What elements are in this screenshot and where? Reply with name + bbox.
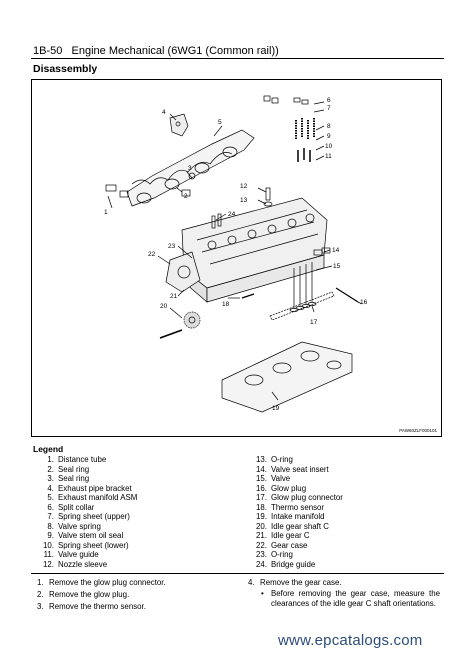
callout-23: 23 bbox=[168, 243, 176, 250]
chapter-title: Engine Mechanical (6WG1 (Common rail)) bbox=[71, 45, 279, 57]
legend-item: 17.Glow plug connector bbox=[256, 493, 343, 503]
callout-8: 8 bbox=[327, 123, 331, 130]
callout-12: 12 bbox=[240, 183, 248, 190]
page-header: 1B-50 Engine Mechanical (6WG1 (Common ra… bbox=[33, 45, 279, 57]
legend-item: 23.O-ring bbox=[256, 550, 293, 560]
legend-item: 15.Valve bbox=[256, 474, 291, 484]
step-item: 3.Remove the thermo sensor. bbox=[37, 602, 146, 612]
callout-19: 19 bbox=[272, 405, 280, 412]
legend-item: 10.Spring sheet (lower) bbox=[43, 540, 129, 550]
legend-left-column: 1.Distance tube 2.Seal ring 3.Seal ring … bbox=[38, 455, 137, 570]
step-item: 4.Remove the gear case. bbox=[248, 578, 342, 587]
page-number: 1B-50 bbox=[33, 45, 63, 57]
callout-10: 10 bbox=[325, 143, 333, 150]
legend-item: 24.Bridge guide bbox=[256, 560, 316, 570]
callout-13: 13 bbox=[240, 197, 248, 204]
callout-21: 21 bbox=[170, 293, 178, 300]
engine-exploded-drawing: 1 2 3 4 5 6 7 8 9 10 11 12 13 14 15 16 1… bbox=[104, 95, 368, 413]
legend-right-column: 13.O-ring 14.Valve seat insert 15.Valve … bbox=[251, 455, 343, 570]
legend-item: 7.Spring sheet (upper) bbox=[47, 512, 130, 522]
callout-3: 3 bbox=[188, 165, 192, 172]
step-note: • Before removing the gear case, measure… bbox=[261, 589, 440, 608]
callout-14: 14 bbox=[332, 247, 340, 254]
legend-item: 2.Seal ring bbox=[47, 464, 90, 474]
legend-item: 21.Idle gear C bbox=[256, 531, 310, 541]
callout-24: 24 bbox=[228, 211, 236, 218]
legend-item: 1.Distance tube bbox=[47, 455, 107, 464]
callout-20: 20 bbox=[160, 303, 168, 310]
step-item: 1.Remove the glow plug connector. bbox=[37, 578, 166, 587]
legend-item: 14.Valve seat insert bbox=[256, 464, 329, 474]
legend-item: 8.Valve spring bbox=[47, 521, 101, 531]
callout-2: 2 bbox=[184, 193, 188, 200]
callout-16: 16 bbox=[360, 299, 368, 306]
callout-1: 1 bbox=[104, 209, 108, 216]
callout-11: 11 bbox=[325, 153, 332, 160]
figure-id: PAW60ZLF000101 bbox=[399, 428, 437, 433]
callout-15: 15 bbox=[333, 263, 341, 270]
callout-18: 18 bbox=[222, 301, 230, 308]
step-item: 2.Remove the glow plug. bbox=[37, 590, 130, 600]
steps-left-column: 1.Remove the glow plug connector. 2.Remo… bbox=[37, 577, 166, 614]
legend-item: 22.Gear case bbox=[256, 540, 308, 550]
callout-6: 6 bbox=[327, 97, 331, 104]
legend-item: 20.Idle gear shaft C bbox=[256, 521, 329, 531]
callout-5: 5 bbox=[218, 119, 222, 126]
step-note-text: Before removing the gear case, measure t… bbox=[271, 589, 440, 608]
legend-item: 5.Exhaust manifold ASM bbox=[47, 493, 138, 503]
callout-7: 7 bbox=[327, 105, 331, 112]
legend-item: 13.O-ring bbox=[256, 455, 293, 464]
legend-item: 3.Seal ring bbox=[47, 474, 90, 484]
legend-item: 4.Exhaust pipe bracket bbox=[47, 483, 132, 493]
steps-right-column: 4.Remove the gear case. • Before removin… bbox=[248, 577, 440, 608]
footer-watermark-url: www.epcatalogs.com bbox=[278, 632, 423, 649]
legend-item: 12.Nozzle sleeve bbox=[43, 560, 108, 570]
section-title: Disassembly bbox=[33, 63, 98, 75]
callout-22: 22 bbox=[148, 251, 156, 258]
legend-item: 6.Split collar bbox=[47, 502, 95, 512]
legend-item: 9.Valve stem oil seal bbox=[47, 531, 124, 541]
callout-17: 17 bbox=[310, 319, 318, 326]
exploded-view-figure: 1 2 3 4 5 6 7 8 9 10 11 12 13 14 15 16 1… bbox=[31, 79, 442, 437]
steps-divider bbox=[31, 573, 444, 574]
bullet-icon: • bbox=[261, 589, 264, 599]
callout-4: 4 bbox=[162, 109, 166, 116]
legend-item: 18.Thermo sensor bbox=[256, 502, 325, 512]
header-rule bbox=[31, 58, 444, 59]
legend-item: 11.Valve guide bbox=[43, 550, 99, 560]
legend-title: Legend bbox=[33, 444, 64, 454]
legend-item: 19.Intake manifold bbox=[256, 512, 325, 522]
legend-item: 16.Glow plug bbox=[256, 483, 307, 493]
callout-9: 9 bbox=[327, 133, 331, 140]
